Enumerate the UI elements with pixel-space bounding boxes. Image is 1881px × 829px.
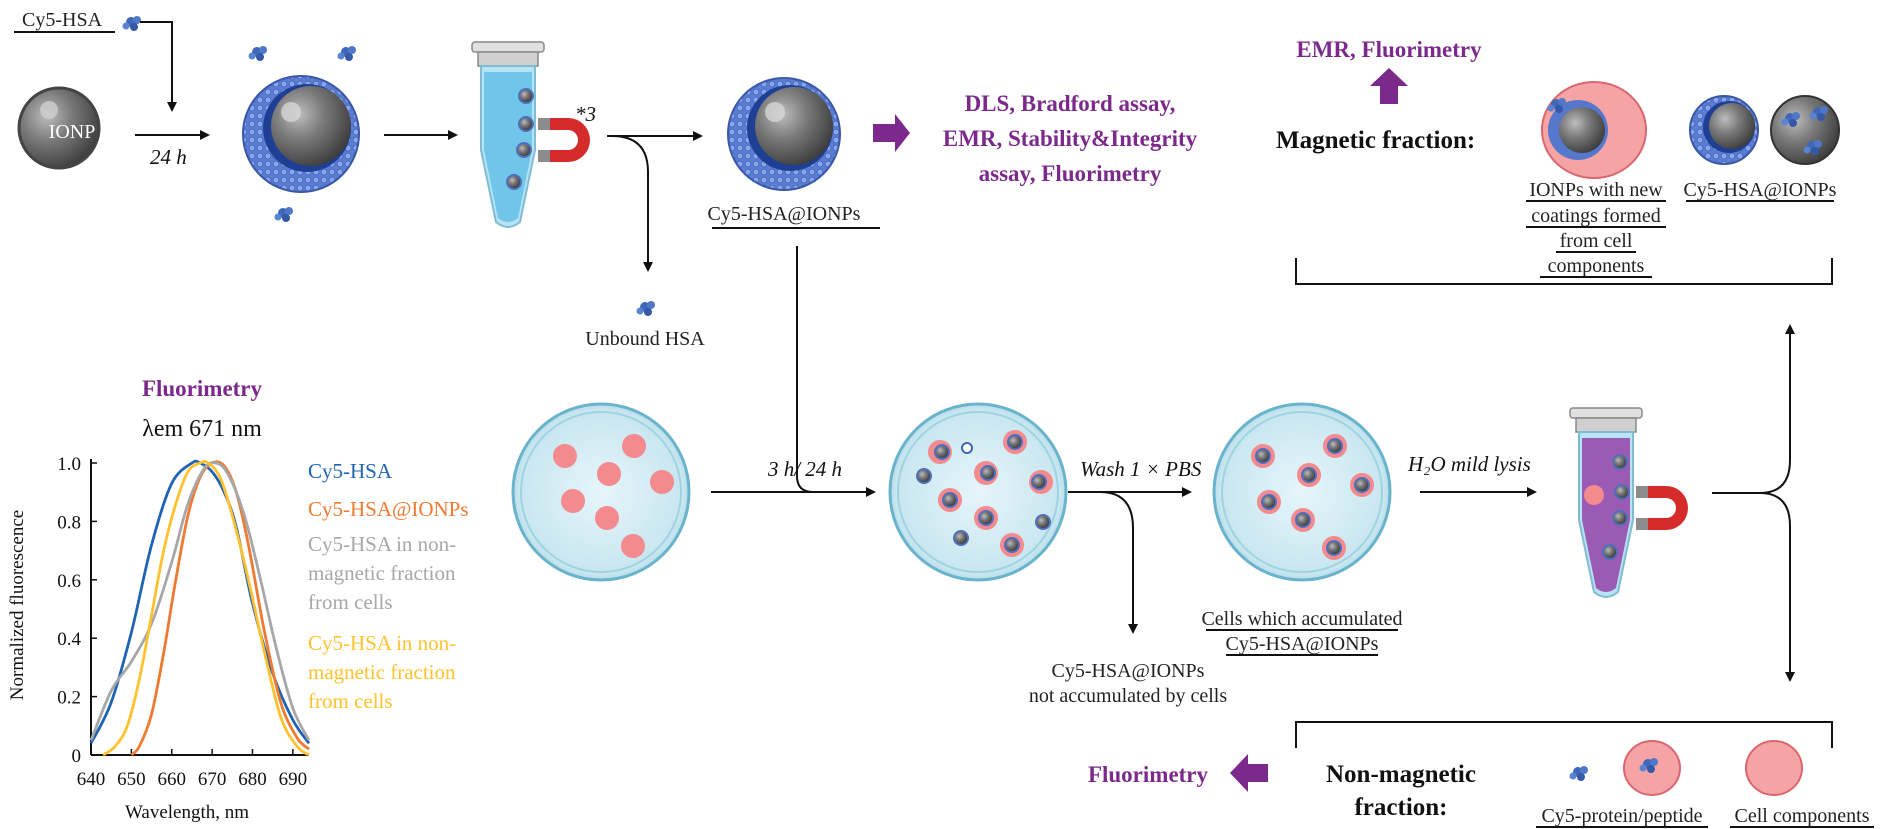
- time-24h-label: 24 h: [150, 145, 187, 169]
- protein-icon: [1569, 766, 1588, 781]
- x-tick-label: 690: [279, 769, 308, 790]
- petri-dish-cells: [511, 402, 691, 582]
- x-tick-label: 660: [157, 769, 186, 790]
- legend-entry-2: from cells: [308, 590, 393, 614]
- y-tick-label: 1.0: [57, 454, 81, 475]
- repeat-count: *3: [575, 102, 596, 126]
- protein-icon: [274, 207, 293, 222]
- y-tick-label: 0.6: [57, 571, 81, 592]
- centrifuge-tube-magnet: *3: [471, 41, 596, 228]
- legend-entry-3: magnetic fraction: [308, 660, 456, 684]
- wash-pbs-label: Wash 1 × PBS: [1080, 457, 1202, 481]
- cells-accumulated-line-2: Cy5-HSA@IONPs: [1226, 633, 1379, 655]
- legend-entry-2: magnetic fraction: [308, 561, 456, 585]
- cell-components-icon: [1745, 740, 1803, 796]
- y-axis-label: Normalized fluorescence: [7, 510, 28, 700]
- incubation-time-label: 3 h/ 24 h: [767, 457, 842, 481]
- new-coatings-line-2: coatings formed: [1531, 205, 1660, 227]
- chart-title: Fluorimetry: [142, 376, 263, 401]
- cy5-hsa-input: Cy5-HSA: [14, 9, 177, 112]
- x-tick-label: 680: [238, 769, 267, 790]
- series-line-0: [89, 459, 311, 745]
- not-accumulated-line-2: not accumulated by cells: [1029, 685, 1227, 707]
- lysis-tube-magnet: [1569, 407, 1688, 598]
- x-axis-label: Wavelength, nm: [125, 802, 249, 823]
- legend-entry-3: from cells: [308, 689, 393, 713]
- non-magnetic-line-1: Non-magnetic: [1326, 761, 1476, 788]
- coated-ionp: [242, 75, 360, 193]
- analysis-line-3: assay, Fluorimetry: [979, 161, 1162, 186]
- fluorescence-chart: Fluorimetry λem 671 nm Normalized fluore…: [7, 376, 469, 823]
- legend-entry-2: Cy5-HSA in non-: [308, 532, 456, 556]
- y-tick-label: 0.2: [57, 688, 81, 709]
- arrow-up-icon: [1370, 68, 1408, 104]
- petri-dish-incubated: [888, 402, 1068, 582]
- cy5-protein-peptide-label: Cy5-protein/peptide: [1541, 805, 1702, 827]
- series-line-3: [102, 460, 310, 757]
- chart-subtitle: λem 671 nm: [142, 416, 262, 442]
- cy5-hsa-label: Cy5-HSA: [22, 9, 103, 31]
- analysis-line-1: DLS, Bradford assay,: [965, 91, 1176, 116]
- magnetic-cy5-hsa-ionps-label: Cy5-HSA@IONPs: [1684, 179, 1837, 201]
- arrow-right-icon: [873, 114, 910, 152]
- magnetic-fraction-label: Magnetic fraction:: [1276, 127, 1475, 154]
- emr-fluorimetry-label: EMR, Fluorimetry: [1296, 37, 1482, 62]
- cy5-hsa-ionps-particle: [727, 77, 841, 191]
- protein-icon: [636, 301, 655, 316]
- protein-icon: [122, 16, 141, 31]
- ionp-label: IONP: [49, 121, 96, 143]
- series-line-2: [89, 461, 311, 742]
- legend-entry-0: Cy5-HSA: [308, 459, 393, 483]
- arrow-left-icon: [1230, 754, 1268, 792]
- x-tick-label: 640: [77, 769, 106, 790]
- cells-accumulated-line-1: Cells which accumulated: [1201, 608, 1402, 630]
- legend-entry-1: Cy5-HSA@IONPs: [308, 497, 469, 521]
- cy5-hsa-ionps-label: Cy5-HSA@IONPs: [708, 203, 861, 225]
- ionp-in-cell: [1541, 81, 1647, 179]
- lysis-label: H₂O mild lysis: [1407, 452, 1531, 476]
- magnetic-ionp-pair: [1689, 95, 1840, 165]
- new-coatings-line-1: IONPs with new: [1529, 179, 1663, 201]
- x-tick-label: 670: [198, 769, 227, 790]
- unbound-hsa-label: Unbound HSA: [585, 328, 705, 350]
- fluorimetry-bottom-label: Fluorimetry: [1088, 762, 1209, 787]
- cell-with-protein: [1623, 740, 1681, 796]
- y-tick-label: 0.8: [57, 512, 81, 533]
- x-tick-label: 650: [117, 769, 146, 790]
- analysis-line-2: EMR, Stability&Integrity: [943, 126, 1198, 151]
- cell-components-label: Cell components: [1735, 805, 1870, 827]
- non-magnetic-line-2: fraction:: [1354, 794, 1447, 821]
- ionp-particle: IONP: [17, 86, 101, 170]
- new-coatings-line-4: components: [1548, 255, 1645, 277]
- protein-icon: [248, 46, 267, 61]
- new-coatings-line-3: from cell: [1560, 230, 1633, 252]
- protein-icon: [337, 46, 356, 61]
- magnet-icon: [1636, 486, 1688, 530]
- y-tick-label: 0.4: [57, 629, 81, 650]
- not-accumulated-line-1: Cy5-HSA@IONPs: [1052, 660, 1205, 682]
- y-tick-label: 0: [72, 746, 82, 767]
- petri-dish-washed: [1212, 402, 1392, 582]
- legend-entry-3: Cy5-HSA in non-: [308, 631, 456, 655]
